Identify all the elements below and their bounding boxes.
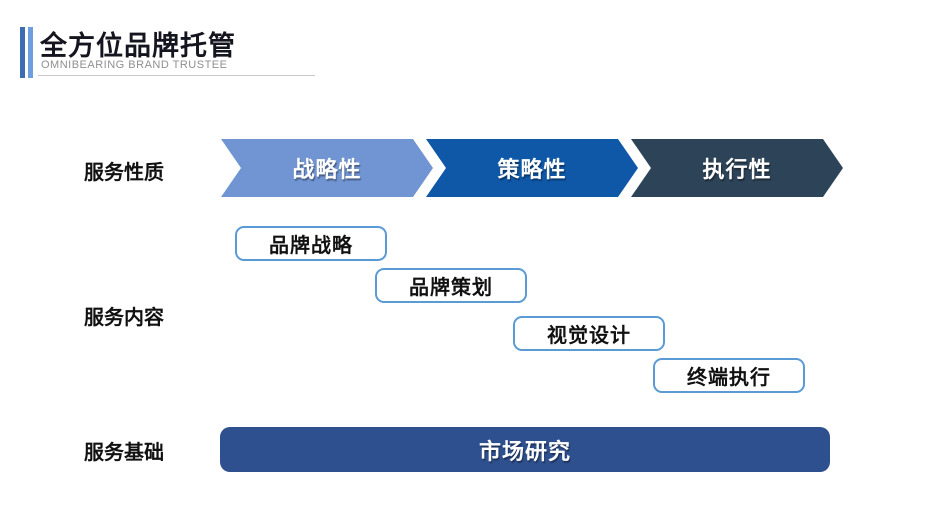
title-divider (38, 75, 315, 76)
chevron-arrow-label: 战略性 (292, 157, 362, 182)
chevron-arrow-label: 执行性 (702, 157, 772, 182)
page-subtitle: OMNIBEARING BRAND TRUSTEE (41, 59, 228, 71)
chevron-arrow-strategic: 战略性 (221, 139, 433, 197)
chevron-arrow-label: 策略性 (497, 157, 567, 182)
row-label-service-content: 服务内容 (84, 307, 164, 329)
title-accent-bar-light (28, 27, 33, 78)
title-accent-bar-dark (20, 27, 25, 78)
chevron-arrow-executive: 执行性 (631, 139, 843, 197)
content-box-visual-design: 视觉设计 (513, 316, 665, 351)
row-label-service-nature: 服务性质 (84, 162, 164, 184)
content-box-brand-planning: 品牌策划 (375, 268, 527, 303)
foundation-bar-market-research: 市场研究 (220, 427, 830, 472)
page-title: 全方位品牌托管 (40, 31, 236, 61)
chevron-arrow-tactical: 策略性 (426, 139, 638, 197)
row-label-service-foundation: 服务基础 (84, 442, 164, 464)
content-box-brand-strategy: 品牌战略 (235, 226, 387, 261)
foundation-bar-label: 市场研究 (478, 438, 571, 464)
content-box-terminal-execution: 终端执行 (653, 358, 805, 393)
